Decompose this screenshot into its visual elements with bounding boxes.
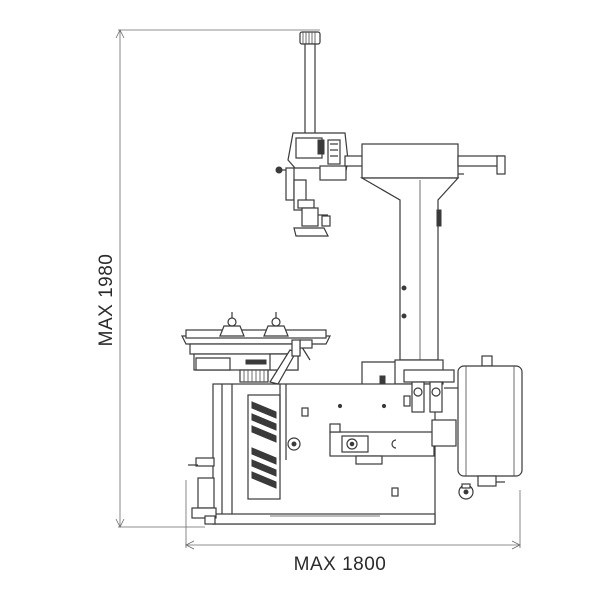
width-dimension: MAX 1800 bbox=[185, 480, 521, 575]
turntable bbox=[181, 312, 331, 383]
height-arrow-bottom bbox=[115, 518, 125, 528]
width-arrow-left bbox=[185, 540, 195, 550]
vertical-shaft bbox=[299, 31, 321, 135]
mount-head bbox=[275, 132, 349, 237]
width-arrow-right bbox=[511, 540, 521, 550]
air-tank bbox=[457, 355, 523, 500]
width-dimension-label: MAX 1800 bbox=[294, 554, 387, 575]
height-dimension: MAX 1980 bbox=[96, 29, 320, 528]
foot-pedals bbox=[188, 457, 217, 525]
height-arrow-top bbox=[115, 29, 125, 39]
pneumatic-unit bbox=[403, 369, 460, 413]
tire-changer-machine bbox=[181, 31, 523, 525]
base-cabinet bbox=[212, 339, 457, 525]
horizontal-arm bbox=[344, 143, 506, 179]
column bbox=[359, 177, 460, 396]
height-dimension-label: MAX 1980 bbox=[96, 254, 117, 347]
